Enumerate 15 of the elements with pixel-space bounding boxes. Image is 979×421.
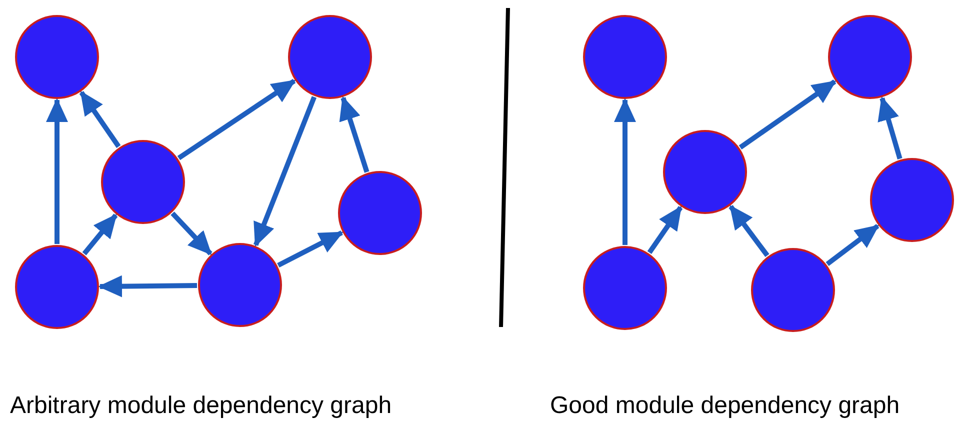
arrow [826, 224, 880, 266]
arrow [46, 98, 68, 244]
arrow [253, 96, 317, 247]
arrow [728, 204, 770, 258]
caption: Good module dependency graph [550, 391, 900, 421]
arrow [170, 212, 212, 256]
arrow [738, 80, 836, 150]
arrow [82, 214, 118, 256]
arrow [277, 230, 344, 268]
arrow [614, 98, 636, 245]
arrow [177, 78, 296, 160]
caption: Arbitrary module dependency graph [10, 391, 392, 421]
arrow [98, 275, 198, 298]
arrow [647, 206, 683, 254]
arrow [79, 90, 121, 148]
